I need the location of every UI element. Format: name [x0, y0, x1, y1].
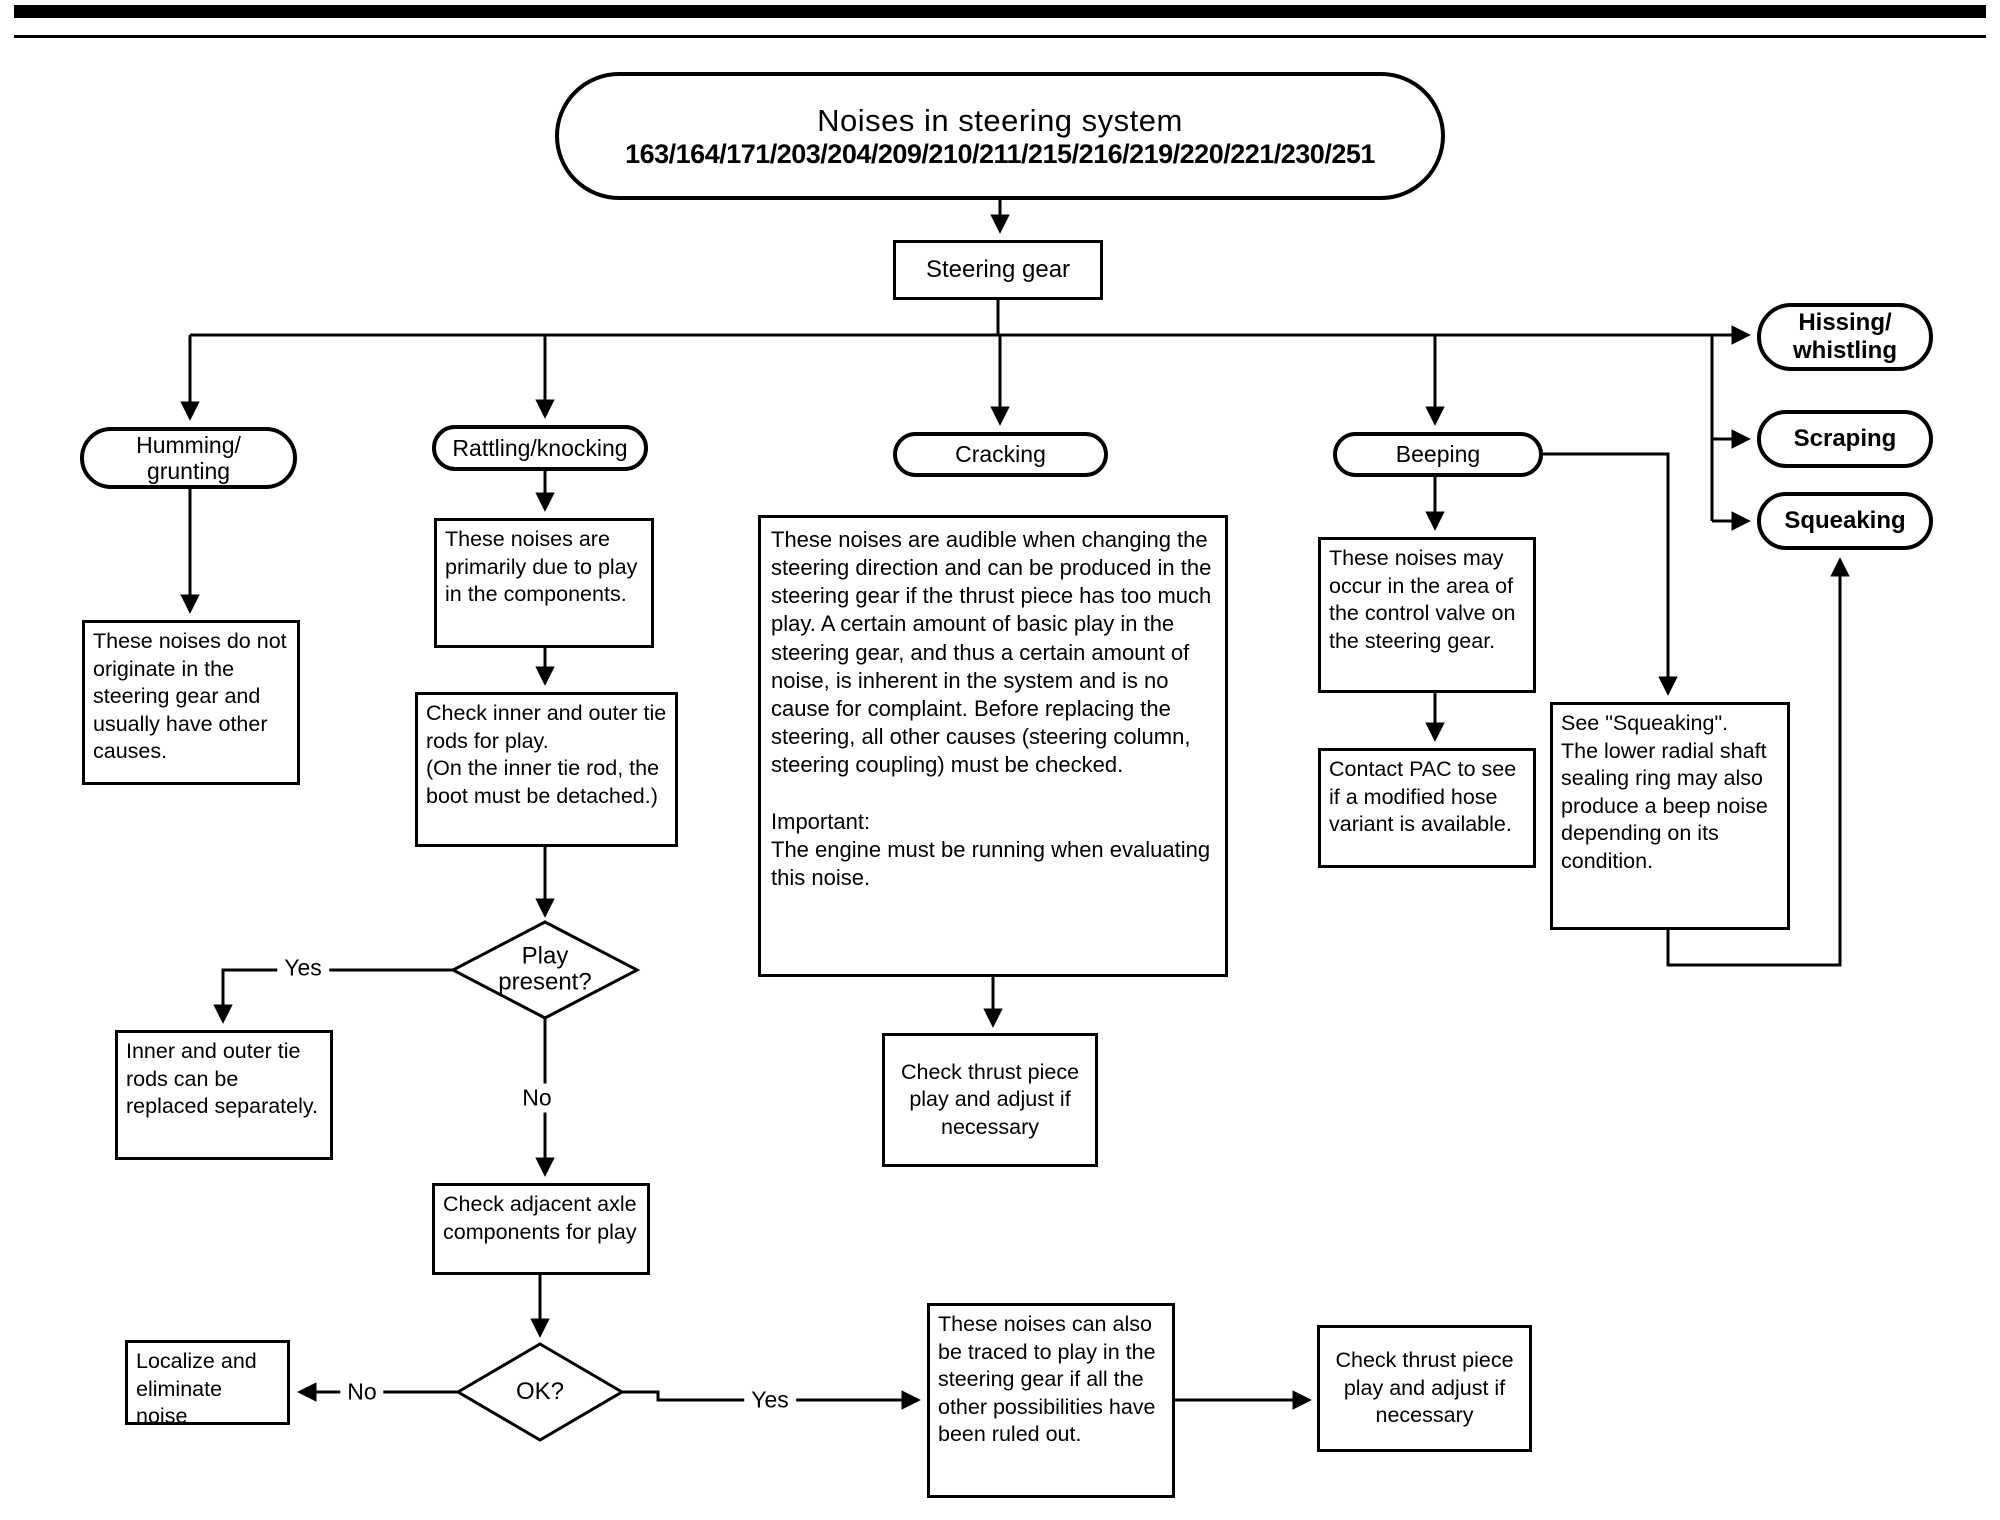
- humming-oval: Humming/ grunting: [80, 427, 297, 489]
- scraping-label: Scraping: [1793, 425, 1897, 453]
- play-present-label: Play present?: [498, 942, 592, 996]
- ok-diamond: [455, 1342, 625, 1442]
- title-node: Noises in steering system 163/164/171/20…: [555, 72, 1445, 200]
- yes-play-label: Yes: [277, 953, 329, 983]
- squeaking-oval: Squeaking: [1757, 492, 1933, 550]
- steering-gear-node: Steering gear: [893, 240, 1103, 300]
- no-ok-label: No: [340, 1377, 384, 1407]
- beeping-label: Beeping: [1395, 441, 1481, 468]
- scraping-oval: Scraping: [1757, 410, 1933, 468]
- yes-ok-label: Yes: [744, 1385, 796, 1415]
- hissing-whistling-oval: Hissing/ whistling: [1757, 303, 1933, 371]
- top-rule-thick: [14, 5, 1986, 18]
- squeaking-label: Squeaking: [1784, 507, 1906, 535]
- steering-gear-label: Steering gear: [925, 256, 1071, 283]
- rattling-oval: Rattling/knocking: [432, 425, 648, 471]
- check-thrust-bottom-box: Check thrust piece play and adjust if ne…: [1317, 1325, 1532, 1452]
- traced-info-box: These noises can also be traced to play …: [927, 1303, 1175, 1498]
- cracking-label: Cracking: [955, 441, 1046, 468]
- localize-box: Localize and eliminate noise: [125, 1340, 290, 1428]
- contact-pac-box: Contact PAC to see if a modified hose va…: [1318, 748, 1536, 868]
- edge-see-squeaking-to-squeaking: [1666, 557, 1850, 967]
- edge-play-yes: [213, 968, 453, 1024]
- page-title: Noises in steering system: [817, 102, 1183, 138]
- edge-beeping-to-see-squeaking: [1543, 452, 1678, 696]
- see-squeaking-box: See "Squeaking". The lower radial shaft …: [1550, 702, 1790, 930]
- no-play-label: No: [515, 1083, 559, 1113]
- tie-rods-replace-box: Inner and outer tie rods can be replaced…: [115, 1030, 333, 1160]
- ok-label: OK?: [515, 1377, 565, 1405]
- check-tie-rods-box: Check inner and outer tie rods for play.…: [415, 692, 678, 847]
- rattling-info-box: These noises are primarily due to play i…: [434, 518, 654, 648]
- page-title-codes: 163/164/171/203/204/209/210/211/215/216/…: [625, 138, 1375, 169]
- play-present-diamond: [449, 920, 641, 1020]
- top-rule-thin: [14, 35, 1986, 38]
- beeping-oval: Beeping: [1333, 432, 1543, 477]
- cracking-info-box: These noises are audible when changing t…: [758, 515, 1228, 977]
- humming-label: Humming/ grunting: [136, 431, 241, 484]
- cracking-oval: Cracking: [893, 432, 1108, 477]
- beeping-info-box: These noises may occur in the area of th…: [1318, 537, 1536, 693]
- rattling-label: Rattling/knocking: [452, 434, 628, 461]
- check-axle-box: Check adjacent axle components for play: [432, 1183, 650, 1275]
- check-thrust-mid-box: Check thrust piece play and adjust if ne…: [882, 1033, 1098, 1167]
- hissing-whistling-label: Hissing/ whistling: [1793, 309, 1897, 364]
- humming-info-box: These noises do not originate in the ste…: [82, 620, 300, 785]
